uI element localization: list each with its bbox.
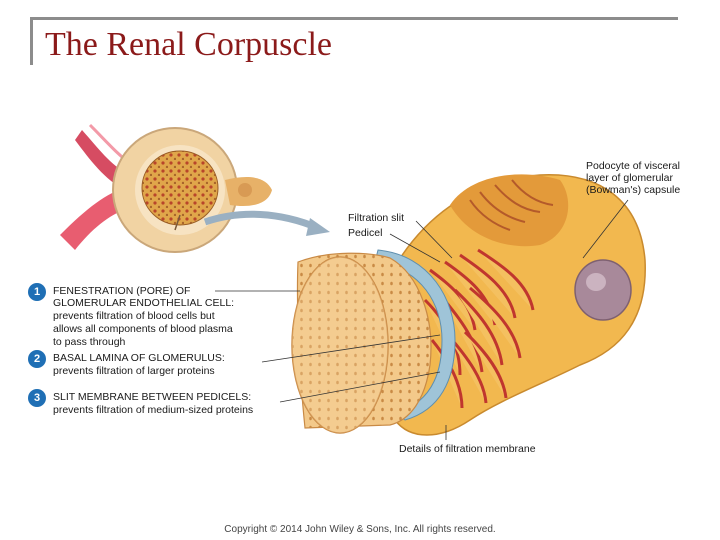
corpuscle-overview <box>60 123 272 253</box>
step-2-line-2: prevents filtration of larger proteins <box>53 365 215 377</box>
label-pedicel: Pedicel <box>348 227 383 239</box>
step-2-line-1: BASAL LAMINA OF GLOMERULUS: <box>53 352 225 364</box>
step-1-line-5: to pass through <box>53 336 126 348</box>
step-3-line-1: SLIT MEMBRANE BETWEEN PEDICELS: <box>53 391 252 403</box>
step-1-line-3: prevents filtration of blood cells but <box>53 310 215 322</box>
step-1-line-2: GLOMERULAR ENDOTHELIAL CELL: <box>53 297 235 309</box>
label-filtration-slit: Filtration slit <box>348 212 405 224</box>
label-podocyte-3: (Bowman's) capsule <box>586 184 681 196</box>
title-frame-top <box>30 17 678 20</box>
step-1-line-1: FENESTRATION (PORE) OF <box>53 285 191 297</box>
step-badge-3: 3 <box>28 389 46 407</box>
title-frame-left <box>30 17 33 65</box>
label-podocyte-1: Podocyte of visceral <box>586 160 680 172</box>
step-badge-2: 2 <box>28 350 46 368</box>
label-details: Details of filtration membrane <box>399 443 536 455</box>
filtration-membrane-detail <box>291 174 646 436</box>
step-1-line-4: allows all components of blood plasma <box>53 323 233 335</box>
zoom-arrow <box>203 210 320 232</box>
step-badge-1: 1 <box>28 283 46 301</box>
label-podocyte-2: layer of glomerular <box>586 172 673 184</box>
copyright-notice: Copyright © 2014 John Wiley & Sons, Inc.… <box>224 524 496 535</box>
slide-title: The Renal Corpuscle <box>45 26 333 63</box>
step-3-line-2: prevents filtration of medium-sized prot… <box>53 404 254 416</box>
